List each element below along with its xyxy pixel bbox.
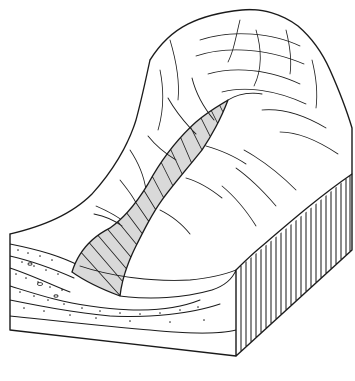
right-face-hatching	[236, 172, 352, 360]
slope-crest-left	[10, 60, 150, 234]
pebble-marks	[28, 263, 58, 297]
debris-fan-edge	[120, 270, 236, 298]
